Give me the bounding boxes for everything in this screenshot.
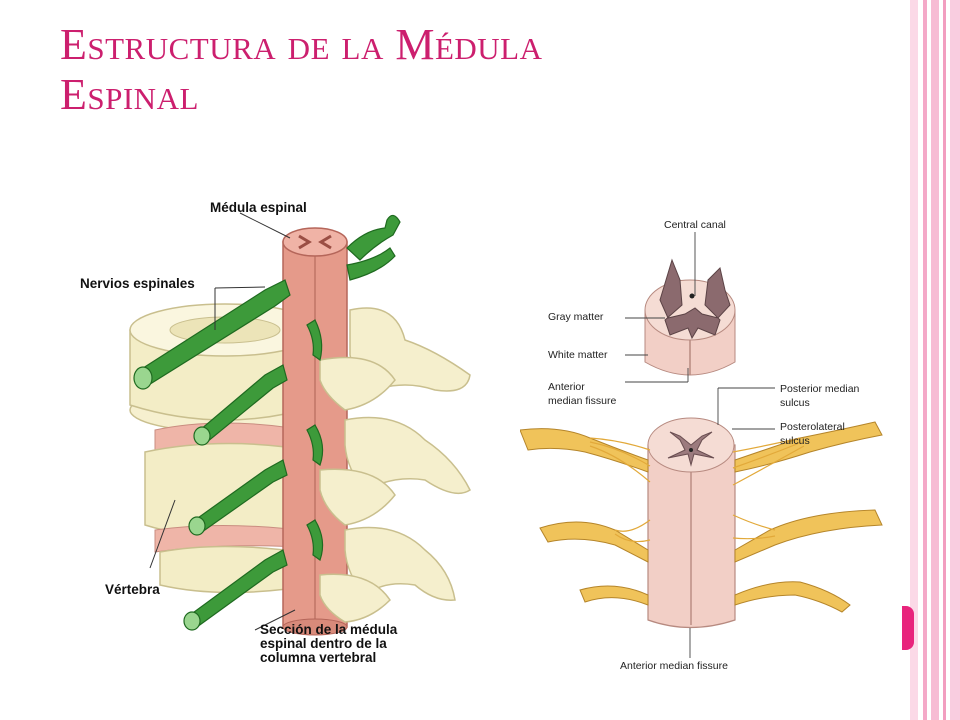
spinal-cord-section-illustration (519, 232, 883, 658)
label-posterior-median-sulcus: Posterior median sulcus (780, 383, 860, 409)
spinal-nerves (133, 214, 401, 631)
label-central-canal: Central canal (664, 219, 726, 231)
vertebral-processes (319, 307, 471, 623)
label-vertebra: Vértebra (105, 582, 160, 597)
vertebral-column-figure: Médula espinal Nervios espinales Vértebr… (75, 190, 495, 670)
vertebral-column-illustration (129, 212, 471, 636)
upper-cross-section (644, 258, 736, 376)
label-anterior-median-fissure-bottom: Anterior median fissure (620, 660, 728, 672)
cord-segment (647, 417, 736, 629)
title-line-1: Estructura de la Médula (60, 20, 543, 69)
label-seccion-medula: Sección de la médula espinal dentro de l… (260, 622, 398, 665)
border-stripe (923, 0, 927, 720)
section-leader-lines (625, 232, 775, 658)
label-nervios-espinales: Nervios espinales (80, 276, 195, 291)
leader-lines (149, 212, 296, 631)
label-gray-matter: Gray matter (548, 311, 604, 323)
rootlets (589, 437, 805, 543)
spinal-roots (519, 421, 883, 613)
accent-tab (902, 606, 914, 650)
label-posterolateral-sulcus: Posterolateral sulcus (780, 421, 845, 447)
slide-title: Estructura de la Médula Espinal (60, 20, 880, 120)
spinal-cord-section-figure: Central canal Gray matter White matter A… (519, 210, 895, 680)
label-medula-espinal: Médula espinal (210, 200, 307, 215)
label-white-matter: White matter (548, 349, 608, 361)
border-stripe (931, 0, 939, 720)
border-stripe (950, 0, 960, 720)
border-stripe (910, 0, 918, 720)
decorative-border (910, 0, 960, 720)
border-stripe (943, 0, 946, 720)
title-line-2: Espinal (60, 70, 199, 119)
label-anterior-median-fissure-top: Anterior median fissure (548, 381, 617, 407)
